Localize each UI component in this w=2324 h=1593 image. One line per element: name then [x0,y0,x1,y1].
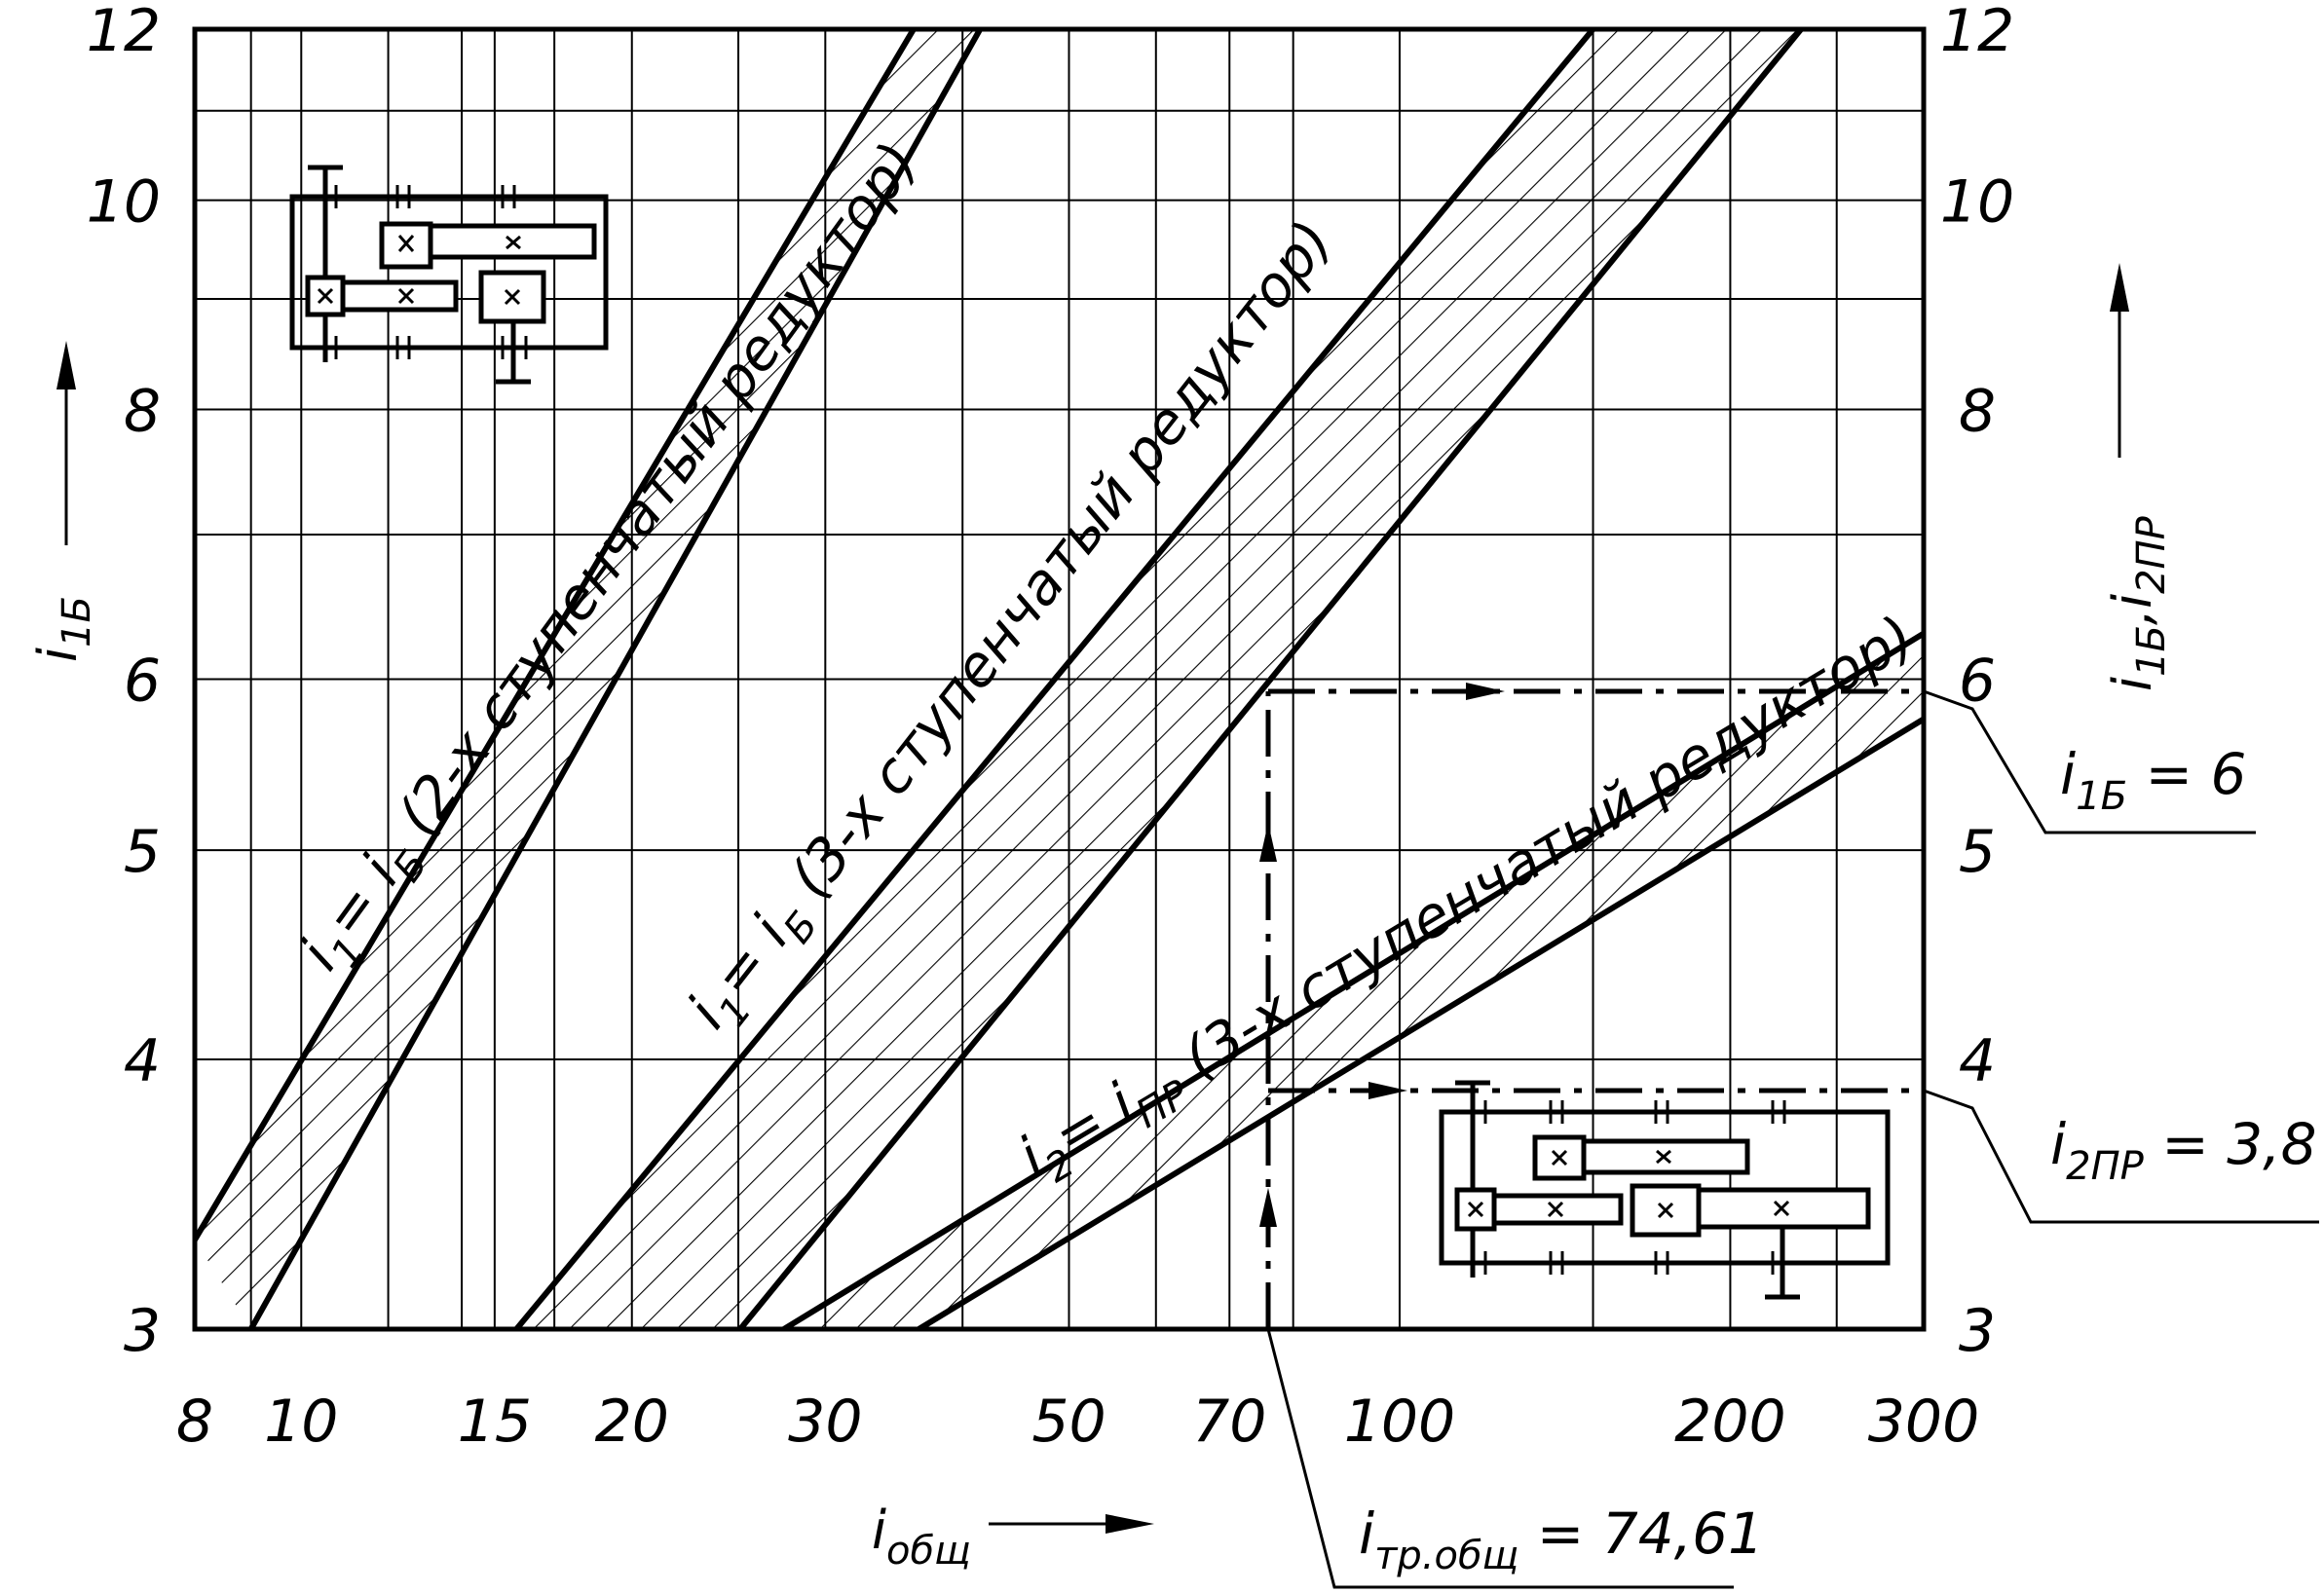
band-3-upper-line [782,630,1924,1329]
three-stage-gearbox-schematic-icon [1439,1080,1891,1300]
x-tick-label: 50 [1031,1388,1106,1456]
y-tick-label-right: 6 [1959,648,1996,716]
callout-i2pr: i2ПР = 3,8 [2050,1111,2317,1189]
y-tick-label-left: 12 [87,0,161,65]
y-axis-arrow-right [2110,263,2129,458]
y-axis-arrow-left [56,341,76,545]
y-tick-label-right: 12 [1940,0,2014,65]
worked-example-arrows [1259,683,1505,1227]
bands [195,29,1924,1329]
y-tick-label-right: 10 [1940,168,2014,237]
y-tick-label-left: 8 [124,377,161,445]
y-tick-label-right: 5 [1959,818,1996,886]
band-2-lower-line [737,29,1804,1329]
svg-text:i1Б,i2ПР: i1Б,i2ПР [2102,515,2174,691]
band-3 [782,630,1924,1329]
y-tick-label-right: 3 [1959,1297,1996,1365]
band-2-upper-line [513,29,1595,1329]
x-tick-label: 200 [1674,1388,1786,1456]
plot-frame [192,26,1927,1332]
svg-text:i1Б: i1Б [27,596,99,662]
y-tick-label-right: 8 [1959,377,1996,445]
band-1-lower-line [248,29,983,1329]
band-1 [195,29,983,1329]
x-tick-label: 10 [264,1388,338,1456]
band-3-lower-line [917,716,1924,1329]
y-tick-label-right: 4 [1959,1027,1996,1095]
y-tick-label-left: 4 [124,1027,161,1095]
x-tick-label: 100 [1344,1388,1456,1456]
callout-i1b: i1Б = 6 [2060,741,2246,819]
y-tick-label-left: 5 [124,818,161,886]
svg-text:iобщ: iобщ [872,1500,971,1574]
y-axis-label-right: i1Б,i2ПР [2102,515,2174,691]
x-axis-label: iобщ [872,1500,1154,1574]
x-tick-label: 30 [788,1388,862,1456]
y-tick-label-left: 3 [124,1297,161,1365]
x-tick-label: 20 [595,1388,669,1456]
x-tick-label: 15 [458,1388,532,1456]
band-2-hatch [516,29,1802,1329]
band-1-upper-line [195,29,917,1241]
band-1-hatch [195,29,981,1329]
leader-lines [1266,689,2319,1589]
x-tick-label: 8 [176,1388,213,1456]
tick-labels: 8 10 15 20 30 50 70 100 200 300 3 4 5 6 8 10 12 12 10 8 6 5 4 3 [87,0,2015,1456]
band-2 [513,29,1804,1329]
x-tick-label: 300 [1868,1388,1980,1456]
y-axis-label-left: i1Б [27,596,99,662]
x-tick-label: 70 [1192,1388,1266,1456]
callout-itotal: iтр.общ = 74,61 [1359,1500,1764,1578]
two-stage-gearbox-schematic-icon [289,165,609,385]
y-tick-label-left: 10 [87,168,161,237]
y-tick-label-left: 6 [124,648,161,716]
